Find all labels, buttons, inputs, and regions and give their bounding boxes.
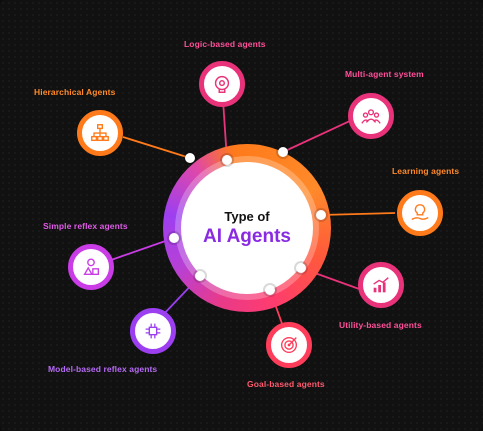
hierarchy-icon: [91, 124, 109, 142]
ring-dot: [169, 233, 179, 243]
node-multi-agent: [348, 93, 394, 139]
label-multi-agent: Multi-agent system: [345, 69, 424, 79]
ring-dot: [278, 147, 288, 157]
hub-title-line2: AI Agents: [203, 225, 291, 247]
circuit-brain-icon: [145, 323, 161, 339]
node-goal-based: [266, 322, 312, 368]
shapes-icon: [83, 258, 100, 276]
lightbulb-hand-icon: [411, 204, 429, 221]
connector-learning: [320, 212, 396, 216]
node-simple-reflex: [68, 244, 114, 290]
brain-gear-icon: [214, 75, 230, 93]
connector-hierarchical: [122, 136, 191, 159]
node-model-based-reflex: [130, 308, 176, 354]
node-learning: [397, 190, 443, 236]
label-learning: Learning agents: [392, 166, 460, 176]
ring-dot: [195, 271, 205, 281]
ring-dot: [296, 263, 306, 273]
node-logic-based: [199, 61, 245, 107]
label-simple-reflex: Simple reflex agents: [43, 221, 128, 231]
node-hierarchical: [77, 110, 123, 156]
label-goal-based: Goal-based agents: [247, 379, 325, 389]
ring-dot: [222, 155, 232, 165]
label-model-based-reflex: Model-based reflex agents: [48, 364, 158, 374]
target-icon: [280, 336, 298, 354]
ring-dot: [316, 210, 326, 220]
hub-title-line1: Type of: [224, 208, 270, 224]
connector-multi: [282, 119, 353, 153]
ring-dot: [185, 153, 195, 163]
team-icon: [361, 109, 381, 124]
growth-chart-icon: [373, 277, 389, 293]
ring-dot: [265, 285, 275, 295]
label-hierarchical: Hierarchical Agents: [34, 87, 116, 97]
label-logic-based: Logic-based agents: [184, 39, 266, 49]
label-utility-based: Utility-based agents: [339, 320, 422, 330]
node-utility-based: [358, 262, 404, 308]
